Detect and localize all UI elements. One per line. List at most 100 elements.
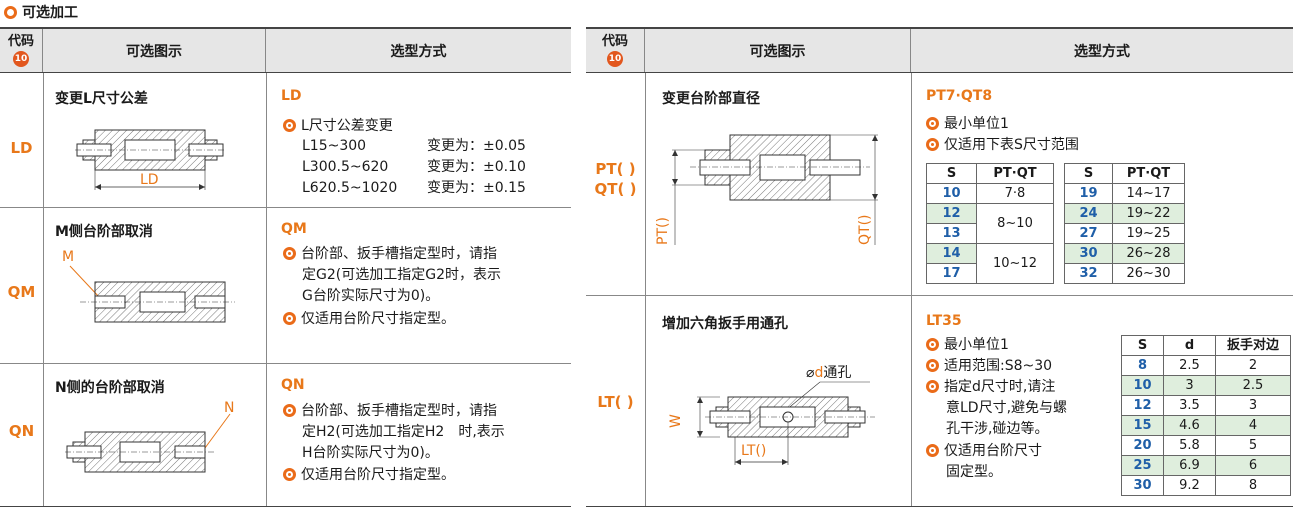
lt-d: 4.6 bbox=[1163, 415, 1216, 436]
pt-t1-s: 12 bbox=[926, 203, 977, 224]
title-qm: M侧台阶部取消 bbox=[55, 224, 153, 240]
figure-pt-right-label: QT() bbox=[857, 214, 873, 246]
lt-w: 3 bbox=[1215, 395, 1291, 416]
bullet-icon bbox=[926, 117, 939, 130]
pt-bullet-2: 仅适用下表S尺寸范围 bbox=[926, 136, 1079, 154]
section-title-text: 可选加工 bbox=[22, 5, 78, 21]
pt-t1-h-s: S bbox=[926, 163, 977, 184]
lt-bullet-4: 仅适用台阶尺寸 bbox=[926, 442, 1042, 460]
ld-change-3: 变更为：±0.15 bbox=[427, 180, 526, 196]
right-header-badge: 10 bbox=[607, 51, 623, 67]
figure-lt-w-label: W bbox=[668, 414, 684, 428]
bullet-icon bbox=[926, 338, 939, 351]
pt-t2-v: 26~30 bbox=[1112, 263, 1185, 284]
ld-change-2: 变更为：±0.10 bbox=[427, 159, 526, 175]
pt-b2: 仅适用下表S尺寸范围 bbox=[944, 137, 1079, 153]
lt-d: 9.2 bbox=[1163, 475, 1216, 496]
pt-t1-v: 10~12 bbox=[976, 243, 1054, 284]
figure-qm-label: M bbox=[62, 249, 75, 265]
pt-t1-s: 13 bbox=[926, 223, 977, 244]
lt-b4-line2: 固定型。 bbox=[946, 464, 1002, 480]
qn-bullet-2: 仅适用台阶尺寸指定型。 bbox=[283, 466, 455, 484]
lt-d: 3.5 bbox=[1163, 395, 1216, 416]
right-header-code-label: 代码 bbox=[601, 34, 628, 49]
figure-lt bbox=[697, 381, 875, 465]
lt-s: 10 bbox=[1121, 375, 1164, 396]
lt-h-d: d bbox=[1163, 335, 1216, 356]
lt-d: 6.9 bbox=[1163, 455, 1216, 476]
qm-b1-line3: G台阶实际尺寸为0)。 bbox=[302, 288, 440, 304]
code-qm: QM bbox=[7, 283, 36, 301]
bullet-icon bbox=[283, 119, 296, 132]
lt-s: 15 bbox=[1121, 415, 1164, 436]
lt-s: 30 bbox=[1121, 475, 1164, 496]
pt-t1-h-v: PT·QT bbox=[976, 163, 1054, 184]
pt-t1-s: 10 bbox=[926, 183, 977, 204]
pt-t2-v: 14~17 bbox=[1112, 183, 1185, 204]
lt-hole-suffix: 通孔 bbox=[823, 365, 852, 381]
bullet-icon bbox=[283, 247, 296, 260]
lt-w: 2 bbox=[1215, 355, 1291, 376]
right-col-divider-1 bbox=[645, 73, 646, 506]
pt-t2-v: 19~22 bbox=[1112, 203, 1185, 224]
pt-t2-v: 26~28 bbox=[1112, 243, 1185, 264]
qm-bullet-2: 仅适用台阶尺寸指定型。 bbox=[283, 310, 455, 328]
qm-b2: 仅适用台阶尺寸指定型。 bbox=[301, 311, 455, 327]
lt-h-s: S bbox=[1121, 335, 1164, 356]
lt-d: 2.5 bbox=[1163, 355, 1216, 376]
figure-pt bbox=[672, 134, 878, 245]
lt-b2: 适用范围:S8~30 bbox=[944, 358, 1053, 374]
ld-change-1: 变更为：±0.05 bbox=[427, 138, 526, 154]
bullet-icon bbox=[926, 444, 939, 457]
section-title: 可选加工 bbox=[4, 3, 78, 21]
pt-t2-v: 19~25 bbox=[1112, 223, 1185, 244]
option-ld: LD bbox=[281, 88, 302, 104]
right-table-bottom bbox=[586, 506, 1293, 507]
option-qm: QM bbox=[281, 221, 307, 237]
code-pt: PT( ) bbox=[595, 160, 636, 178]
code-qt: QT( ) bbox=[594, 180, 637, 198]
qn-b2: 仅适用台阶尺寸指定型。 bbox=[301, 467, 455, 483]
left-header-code: 代码 10 bbox=[0, 29, 43, 72]
lt-bullet-3: 指定d尺寸时,请注 bbox=[926, 378, 1055, 396]
lt-s: 20 bbox=[1121, 435, 1164, 456]
lt-bullet-1: 最小单位1 bbox=[926, 336, 1009, 354]
qn-b1-line3: H台阶实际尺寸为0)。 bbox=[302, 445, 439, 461]
lt-b1: 最小单位1 bbox=[944, 337, 1009, 353]
right-header-code: 代码 10 bbox=[586, 29, 645, 72]
left-col-divider-1 bbox=[43, 73, 44, 506]
ld-bullet-text: L尺寸公差变更 bbox=[301, 118, 393, 134]
left-header-method: 选型方式 bbox=[390, 43, 447, 60]
qm-bullet-1: 台阶部、扳手槽指定型时，请指 bbox=[283, 245, 497, 263]
option-lt: LT35 bbox=[926, 313, 962, 329]
right-col-divider-2 bbox=[911, 73, 912, 506]
left-table-header: 代码 10 可选图示 选型方式 bbox=[0, 27, 571, 73]
left-header-code-label: 代码 bbox=[7, 34, 34, 49]
lt-w: 6 bbox=[1215, 455, 1291, 476]
left-row-divider-1 bbox=[0, 207, 571, 208]
lt-s: 8 bbox=[1121, 355, 1164, 376]
lt-hole-prefix: ⌀ bbox=[806, 365, 815, 381]
left-row-divider-2 bbox=[0, 363, 571, 364]
figure-ld bbox=[75, 129, 225, 190]
pt-t2-h-s: S bbox=[1064, 163, 1113, 184]
pt-t1-v: 8~10 bbox=[976, 203, 1054, 244]
lt-s: 25 bbox=[1121, 455, 1164, 476]
qn-bullet-1: 台阶部、扳手槽指定型时，请指 bbox=[283, 402, 497, 420]
figure-qn-label: N bbox=[224, 400, 235, 416]
title-pt: 变更台阶部直径 bbox=[662, 91, 760, 107]
lt-s: 12 bbox=[1121, 395, 1164, 416]
right-header-figure: 可选图示 bbox=[645, 29, 911, 72]
lt-w: 8 bbox=[1215, 475, 1291, 496]
bullet-icon bbox=[283, 404, 296, 417]
lt-hole-label: ⌀d通孔 bbox=[806, 364, 851, 382]
title-lt: 增加六角扳手用通孔 bbox=[662, 316, 788, 332]
pt-t2-s: 27 bbox=[1064, 223, 1113, 244]
bullet-icon bbox=[283, 468, 296, 481]
lt-b4-line1: 仅适用台阶尺寸 bbox=[944, 443, 1042, 459]
lt-w: 4 bbox=[1215, 415, 1291, 436]
lt-b3-line1: 指定d尺寸时,请注 bbox=[944, 379, 1056, 395]
